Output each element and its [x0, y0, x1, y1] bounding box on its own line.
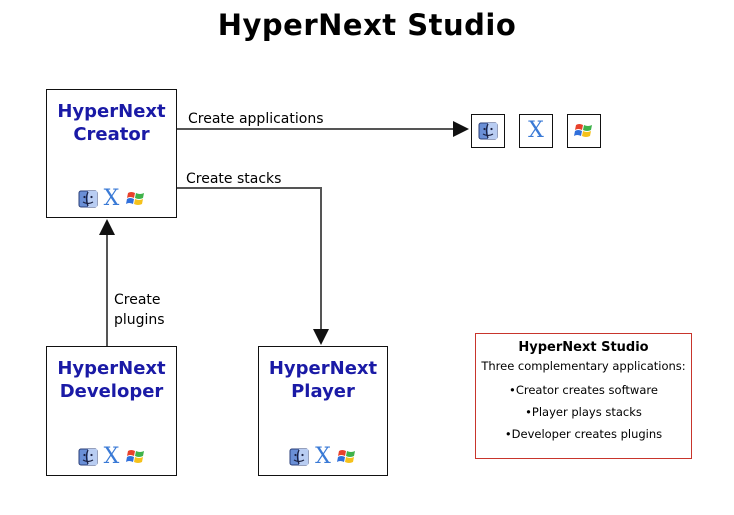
mac-os-x-icon: X	[103, 447, 121, 467]
mac-os-x-icon: X	[527, 121, 545, 141]
mac-finder-icon	[289, 447, 309, 467]
node-creator-label: HyperNext Creator	[47, 100, 176, 146]
windows-logo-icon	[574, 121, 594, 141]
node-player-label: HyperNext Player	[259, 357, 387, 403]
output-windows	[567, 114, 601, 148]
mac-os-x-icon: X	[103, 189, 121, 209]
node-creator: HyperNext Creator X	[46, 89, 177, 218]
legend-box: HyperNext Studio Three complementary app…	[475, 333, 692, 459]
windows-logo-icon	[126, 189, 146, 209]
legend-item-developer: Developer creates plugins	[476, 423, 691, 445]
mac-finder-icon	[78, 447, 98, 467]
legend-list: Creator creates software Player plays st…	[476, 379, 691, 445]
edge-create-stacks	[177, 188, 321, 343]
mac-finder-icon	[478, 121, 498, 141]
edge-label-create-applications: Create applications	[188, 109, 324, 129]
mac-os-x-icon: X	[314, 447, 332, 467]
output-mac-classic	[471, 114, 505, 148]
legend-item-creator: Creator creates software	[476, 379, 691, 401]
node-developer-label: HyperNext Developer	[47, 357, 176, 403]
edge-label-create-plugins: Create plugins	[114, 290, 165, 330]
mac-finder-icon	[78, 189, 98, 209]
os-icons-player: X	[259, 445, 387, 469]
legend-subtitle: Three complementary applications:	[476, 359, 691, 373]
os-icons-creator: X	[47, 187, 176, 211]
legend-title: HyperNext Studio	[476, 340, 691, 355]
windows-logo-icon	[126, 447, 146, 467]
windows-logo-icon	[337, 447, 357, 467]
os-icons-developer: X	[47, 445, 176, 469]
edge-label-create-stacks: Create stacks	[186, 169, 281, 189]
legend-item-player: Player plays stacks	[476, 401, 691, 423]
node-player: HyperNext Player X	[258, 346, 388, 476]
node-developer: HyperNext Developer X	[46, 346, 177, 476]
output-mac-os-x: X	[519, 114, 553, 148]
